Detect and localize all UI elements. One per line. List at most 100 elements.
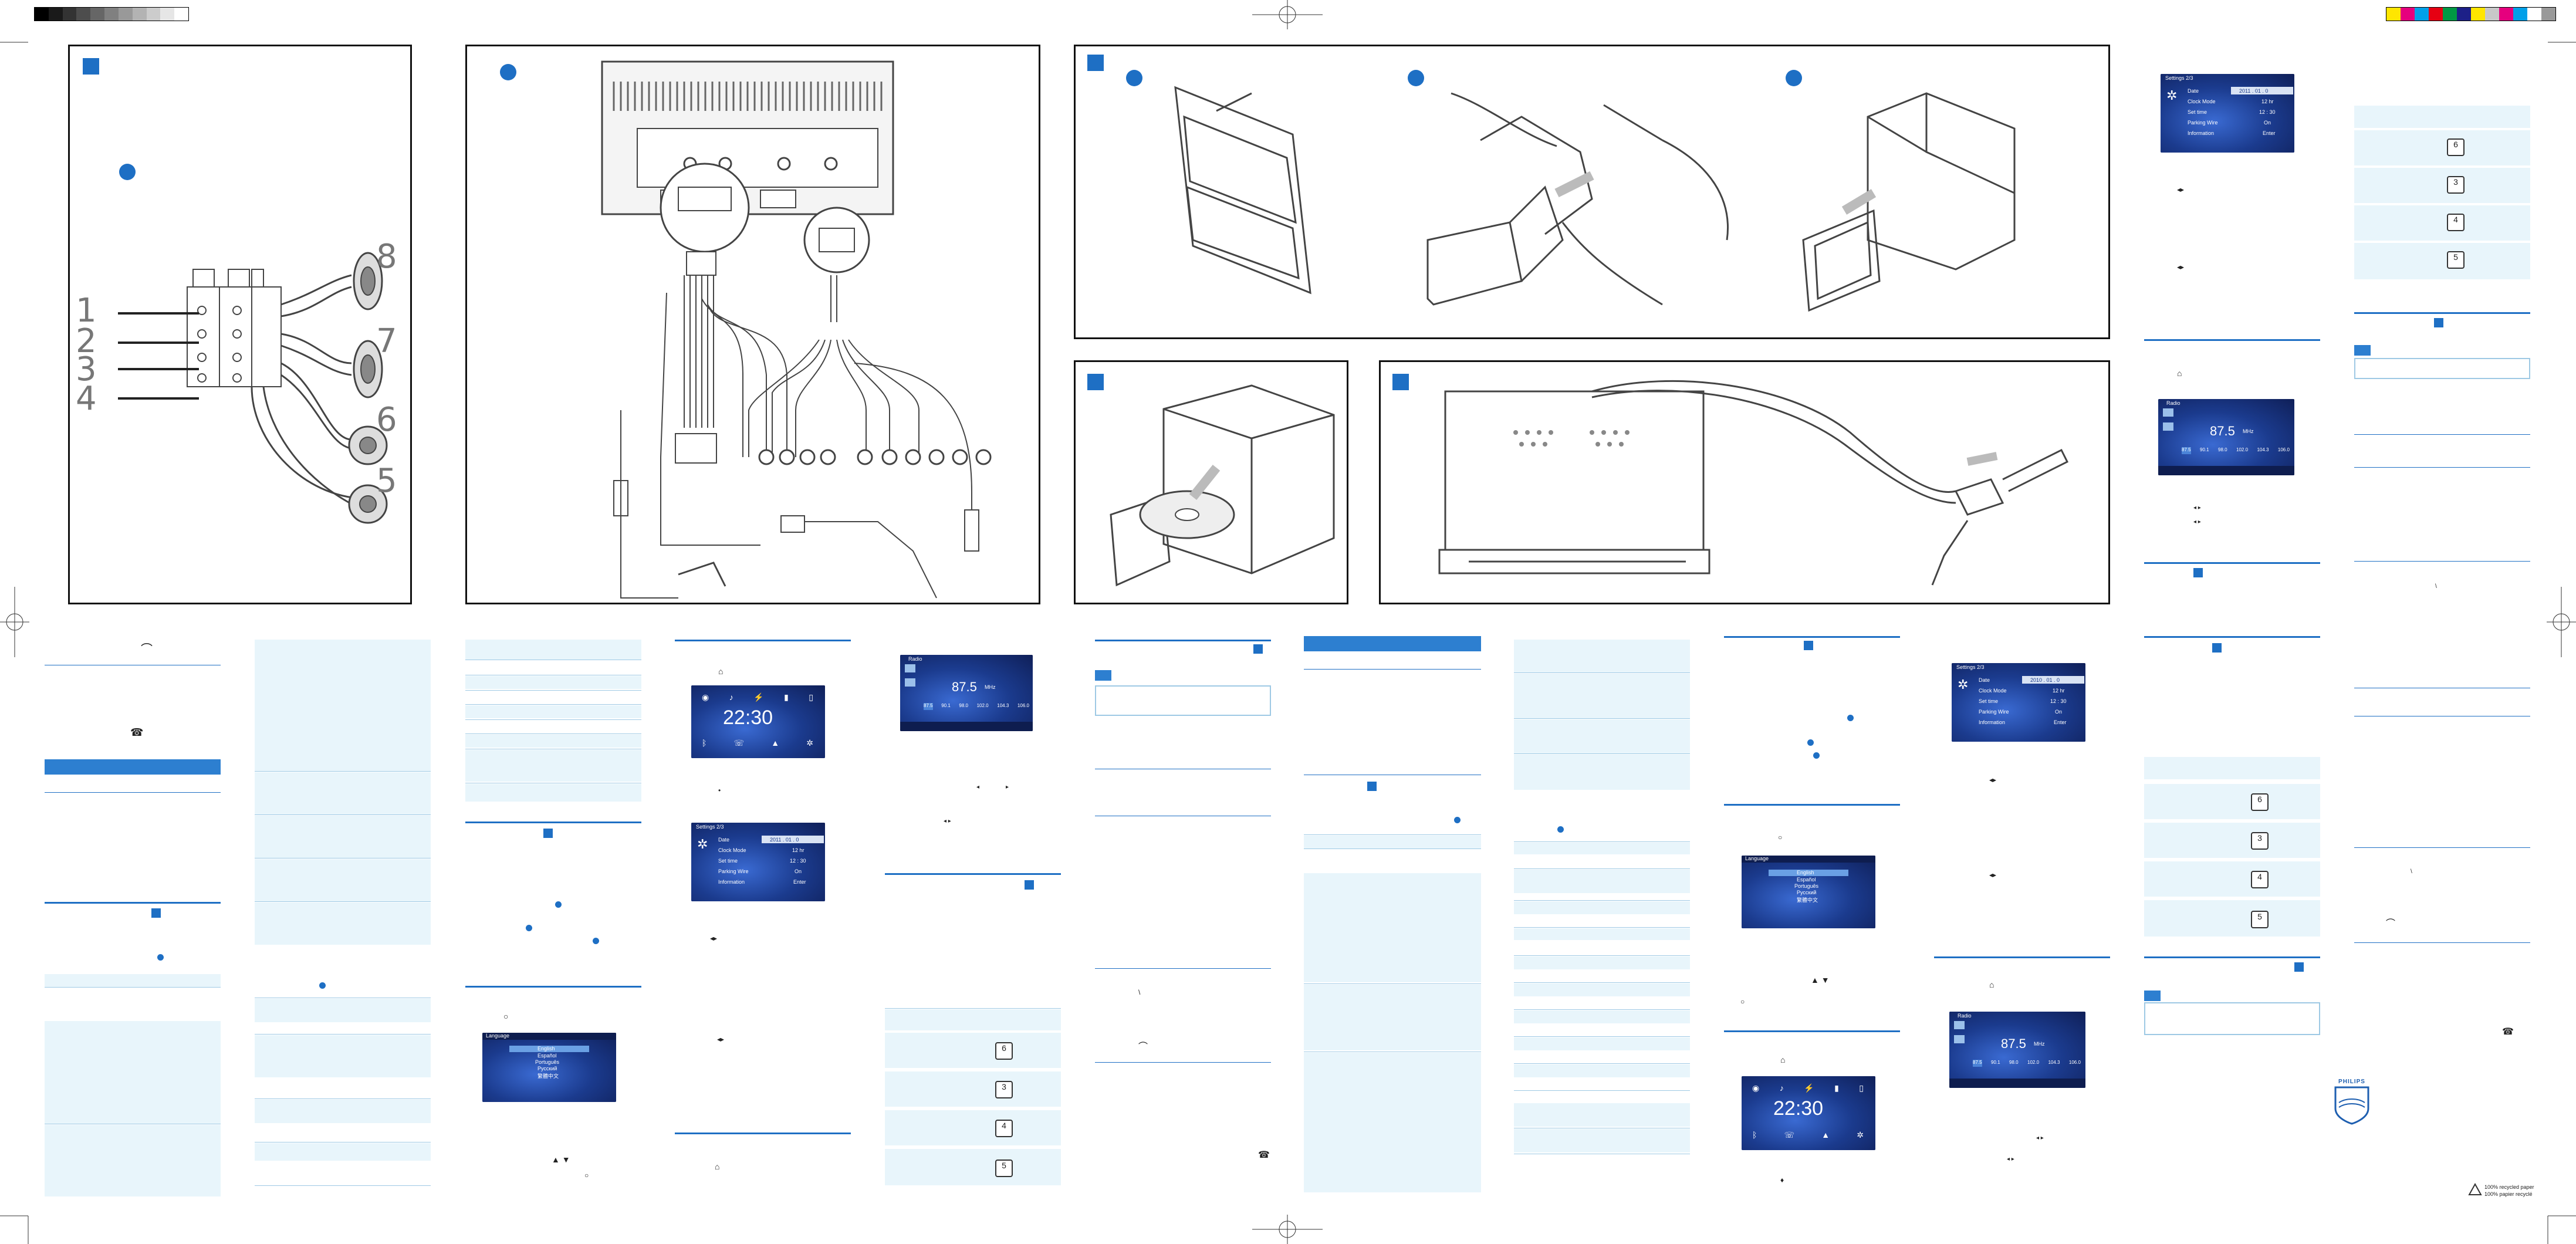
settings-row-value[interactable]: On <box>795 868 802 874</box>
settings-date-field[interactable] <box>2022 676 2084 684</box>
language-option[interactable]: Pусский <box>1797 890 1817 895</box>
music-icon[interactable]: ♪ <box>1779 1083 1784 1093</box>
language-option[interactable]: 繁體中文 <box>1797 897 1818 903</box>
settings-row-value[interactable]: 12 hr <box>792 847 804 853</box>
phone-icon: ☎ <box>1258 1150 1270 1160</box>
settings-gear-icon[interactable]: ✲ <box>1857 1130 1864 1140</box>
bluetooth-icon[interactable]: ᛒ <box>702 738 707 748</box>
settings-row-value[interactable]: Enter <box>2054 719 2067 725</box>
button-table-header <box>2144 757 2320 779</box>
language-selected-row[interactable] <box>509 1046 589 1052</box>
settings-row-value[interactable]: 12 : 30 <box>2259 109 2276 115</box>
language-option[interactable]: Español <box>1797 877 1816 883</box>
language-option[interactable]: 繁體中文 <box>537 1073 559 1079</box>
preset-button[interactable]: 102.0 <box>2236 447 2249 452</box>
step-dot <box>1126 70 1142 86</box>
file-icon[interactable]: ▯ <box>1859 1083 1864 1093</box>
settings-row-value[interactable]: On <box>2055 709 2063 715</box>
language-selected-row[interactable] <box>1769 870 1848 876</box>
settings-row-value[interactable]: Enter <box>793 879 806 885</box>
clock-time: 22:30 <box>1773 1097 1824 1120</box>
preset-button[interactable]: 90.1 <box>941 703 951 708</box>
table-cell <box>1514 956 1690 969</box>
preset-button[interactable]: 98.0 <box>2009 1060 2019 1065</box>
settings-row-value[interactable]: 2011 . 01 . 0 <box>2239 88 2269 94</box>
section-badge <box>1025 880 1034 890</box>
source-icon[interactable] <box>2163 408 2173 417</box>
settings-row-value[interactable]: 12 hr <box>2261 99 2274 104</box>
preset-button[interactable]: 106.0 <box>2068 1060 2081 1065</box>
settings-row-value[interactable]: 2011 . 01 . 0 <box>770 837 799 843</box>
table-cell <box>1514 901 1690 914</box>
folder-icon[interactable]: ▮ <box>784 692 789 702</box>
preset-button[interactable]: 102.0 <box>976 703 989 708</box>
file-icon[interactable]: ▯ <box>809 692 813 702</box>
print-color-bar <box>2386 7 2556 21</box>
usb-icon[interactable]: ⚡ <box>753 692 764 702</box>
mark-icon: \ <box>1138 988 1141 996</box>
preset-button[interactable]: 104.3 <box>997 703 1009 708</box>
preset-button[interactable]: 106.0 <box>2277 447 2290 452</box>
language-option[interactable]: Português <box>1794 883 1819 889</box>
preset-button[interactable]: 98.0 <box>959 703 968 708</box>
speaker-wiring-diagram <box>118 252 388 524</box>
table-block <box>255 902 431 945</box>
music-icon[interactable]: ♪ <box>729 692 733 702</box>
table-row-line <box>1514 718 1690 719</box>
folder-icon[interactable] <box>905 678 915 687</box>
preset-button[interactable]: 87.5 <box>924 703 933 710</box>
language-option[interactable]: Pусский <box>537 1066 557 1071</box>
language-option[interactable]: Español <box>537 1053 557 1059</box>
phone-icon[interactable]: ☏ <box>1784 1130 1795 1140</box>
preset-button[interactable]: 104.3 <box>2257 447 2269 452</box>
settings-screen: Settings 2/3 ✲ Date 2011 . 01 . 0 Clock … <box>2161 74 2294 153</box>
settings-row-value[interactable]: 12 : 30 <box>2050 698 2067 704</box>
preset-button[interactable]: 106.0 <box>1017 703 1029 708</box>
preset-button[interactable]: 98.0 <box>2218 447 2227 452</box>
settings-gear-icon[interactable]: ✲ <box>806 738 813 748</box>
settings-row-label: Clock Mode <box>1979 688 2007 694</box>
disc-icon[interactable]: ◉ <box>702 692 709 702</box>
recycle-note-line: 100% recycled paper <box>2484 1184 2534 1190</box>
settings-date-field[interactable] <box>2231 87 2293 94</box>
preset-button[interactable]: 87.5 <box>2182 447 2191 454</box>
folder-icon[interactable] <box>2163 422 2173 431</box>
rotary-button-icon: 5 <box>995 1160 1013 1177</box>
source-icon[interactable] <box>1954 1021 1965 1029</box>
source-icon[interactable] <box>905 664 915 672</box>
button-table-row <box>2144 900 2320 937</box>
wire-number: 4 <box>76 380 97 418</box>
settings-row-value[interactable]: Enter <box>2263 130 2276 136</box>
section-rule <box>465 822 641 823</box>
table-row-line <box>1514 955 1690 956</box>
preset-button[interactable]: 87.5 <box>1973 1060 1982 1067</box>
language-option[interactable]: English <box>537 1046 555 1052</box>
navigation-icon[interactable]: ▲ <box>1821 1130 1830 1140</box>
settings-date-field[interactable] <box>762 836 824 843</box>
table-row-line <box>465 733 641 734</box>
folder-icon[interactable] <box>1954 1035 1965 1043</box>
step-dot <box>319 982 326 989</box>
table-row-line <box>45 987 221 988</box>
phone-icon[interactable]: ☏ <box>733 738 745 748</box>
preset-button[interactable]: 90.1 <box>2200 447 2209 452</box>
radio-frequency: 87.5 <box>2001 1036 2026 1051</box>
settings-row-value[interactable]: On <box>2264 120 2271 126</box>
usb-icon[interactable]: ⚡ <box>1804 1083 1814 1093</box>
language-option[interactable]: English <box>1797 870 1814 875</box>
navigation-icon[interactable]: ▲ <box>771 738 780 748</box>
preset-button[interactable]: 104.3 <box>2048 1060 2060 1065</box>
folder-icon[interactable]: ▮ <box>1834 1083 1839 1093</box>
preset-button[interactable]: 90.1 <box>1991 1060 2000 1065</box>
language-option[interactable]: Português <box>535 1059 560 1065</box>
settings-row-value[interactable]: 12 hr <box>2053 688 2065 694</box>
disc-icon[interactable]: ◉ <box>1752 1083 1760 1093</box>
step-dot <box>1557 826 1564 833</box>
preset-button[interactable]: 102.0 <box>2027 1060 2040 1065</box>
bluetooth-icon[interactable]: ᛒ <box>1752 1130 1757 1140</box>
clock-time: 22:30 <box>723 706 773 729</box>
settings-row-value[interactable]: 12 : 30 <box>790 858 806 864</box>
language-screen: Language English Español Português Pусск… <box>1742 856 1875 928</box>
settings-row-value[interactable]: 2010 . 01 . 0 <box>2030 677 2060 683</box>
section-badge <box>1087 374 1104 390</box>
